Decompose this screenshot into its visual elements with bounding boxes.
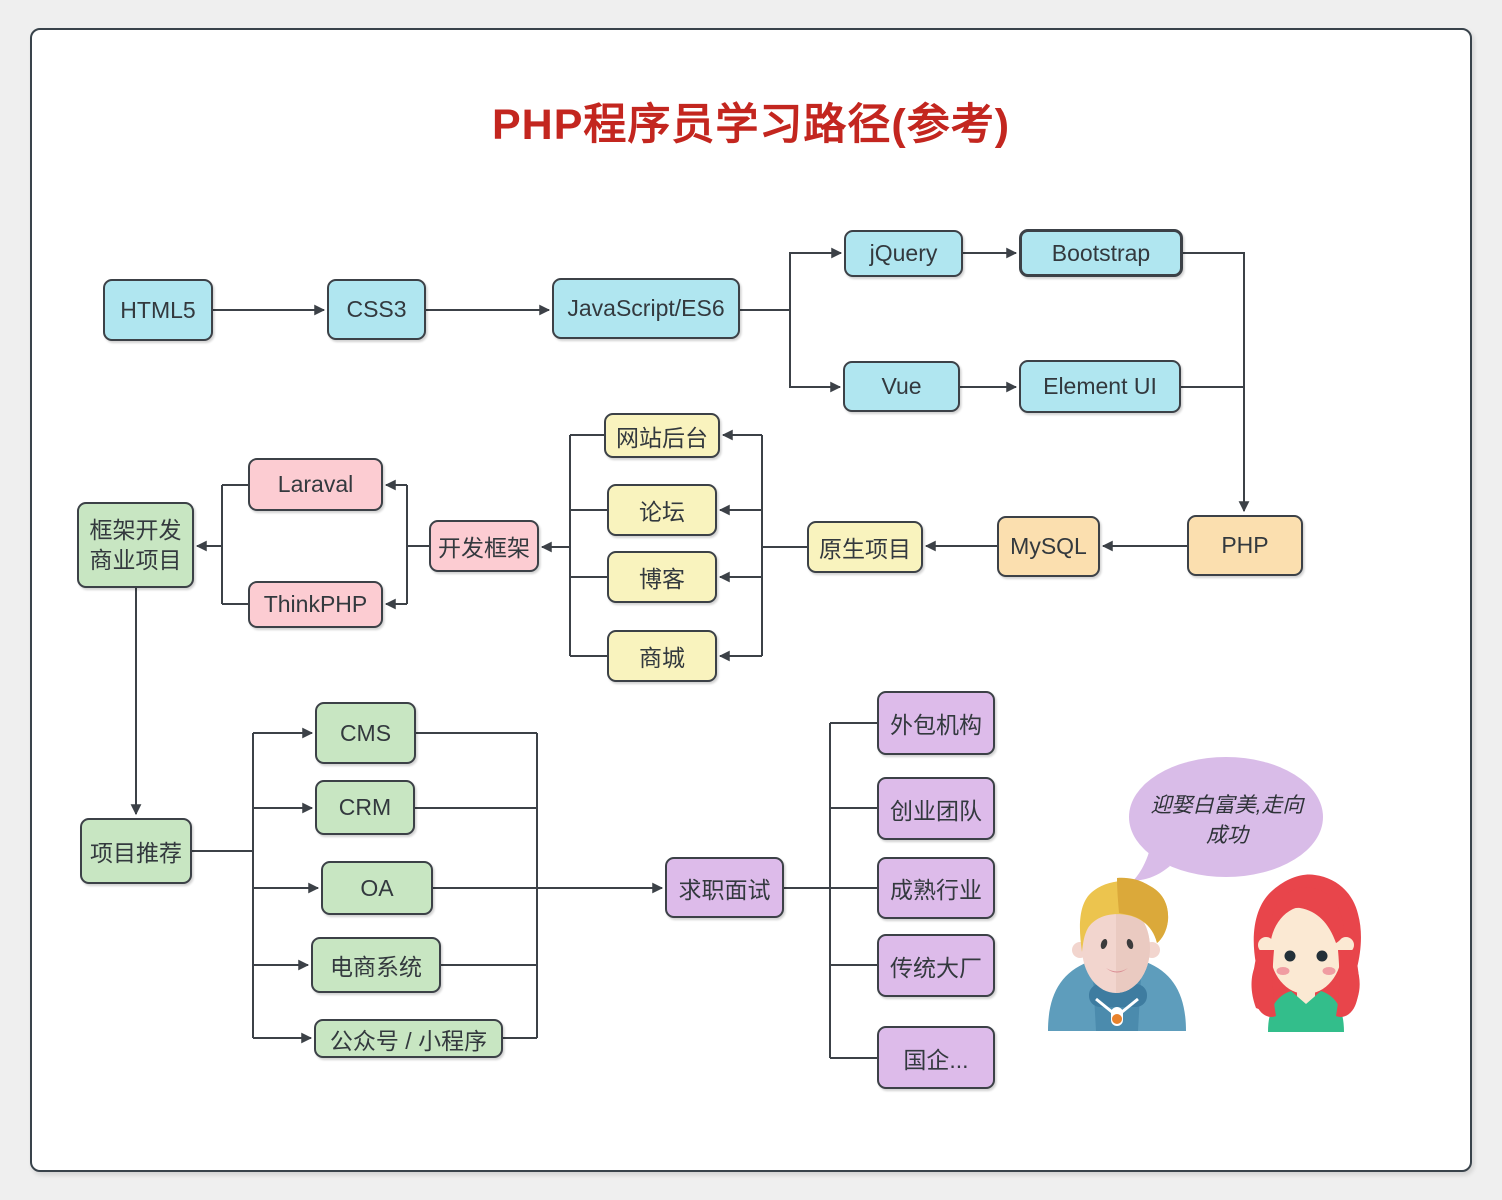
node-vue: Vue xyxy=(843,361,960,412)
node-cms: CMS xyxy=(315,702,416,764)
node-laraval: Laraval xyxy=(248,458,383,511)
node-interview: 求职面试 xyxy=(665,857,784,918)
node-html5: HTML5 xyxy=(103,279,213,341)
page-title: PHP程序员学习路径(参考) xyxy=(491,101,1011,149)
bubble-line2: 成功 xyxy=(1206,823,1248,847)
node-thinkphp: ThinkPHP xyxy=(248,581,383,628)
node-element-ui: Element UI xyxy=(1019,360,1181,413)
edge-frameworks-merge xyxy=(221,484,248,605)
node-blog: 博客 xyxy=(607,551,717,603)
node-recommend: 项目推荐 xyxy=(80,818,192,884)
node-bootstrap: Bootstrap xyxy=(1019,229,1183,277)
biz-project-line1: 框架开发 xyxy=(89,516,182,543)
node-biz-project: 框架开发 商业项目 xyxy=(77,502,194,588)
node-ecommerce: 电商系统 xyxy=(311,937,441,993)
node-traditional-factory: 传统大厂 xyxy=(877,934,995,997)
node-soe: 国企... xyxy=(877,1026,995,1089)
node-mysql: MySQL xyxy=(997,516,1100,577)
bubble-line1: 迎娶白富美,走向 xyxy=(1150,794,1304,817)
node-javascript: JavaScript/ES6 xyxy=(552,278,740,339)
speech-bubble-text: 迎娶白富美,走向 成功 xyxy=(1134,791,1320,851)
woman-avatar xyxy=(1251,874,1361,1032)
man-avatar xyxy=(1048,877,1186,1031)
node-site-backend: 网站后台 xyxy=(604,413,720,458)
node-mini-program: 公众号 / 小程序 xyxy=(314,1019,503,1058)
edges xyxy=(130,247,1250,1059)
node-oa: OA xyxy=(321,861,433,915)
node-dev-framework: 开发框架 xyxy=(429,520,539,572)
node-outsourcing: 外包机构 xyxy=(877,691,995,755)
node-forum: 论坛 xyxy=(607,484,717,536)
node-startup: 创业团队 xyxy=(877,777,995,840)
edge-interview-destinations xyxy=(784,722,877,1059)
edge-bootstrap-php xyxy=(1183,252,1250,513)
edge-native-trunk xyxy=(761,435,807,656)
biz-project-line2: 商业项目 xyxy=(89,547,182,573)
edge-projects-merge xyxy=(569,434,607,657)
node-native-project: 原生项目 xyxy=(807,521,923,573)
node-crm: CRM xyxy=(315,780,415,835)
edge-greens-merge xyxy=(415,732,538,1039)
node-php: PHP xyxy=(1187,515,1303,576)
edge-javascript-vue xyxy=(789,310,842,393)
edge-recommend-trunk xyxy=(192,733,254,1038)
node-mall: 商城 xyxy=(607,630,717,682)
speech-bubble xyxy=(1129,757,1323,881)
node-css3: CSS3 xyxy=(327,279,426,340)
edge-javascript-jquery xyxy=(740,247,843,311)
node-mature-industry: 成熟行业 xyxy=(877,857,995,919)
node-jquery: jQuery xyxy=(844,230,963,277)
edge-devframework-split xyxy=(406,485,429,604)
